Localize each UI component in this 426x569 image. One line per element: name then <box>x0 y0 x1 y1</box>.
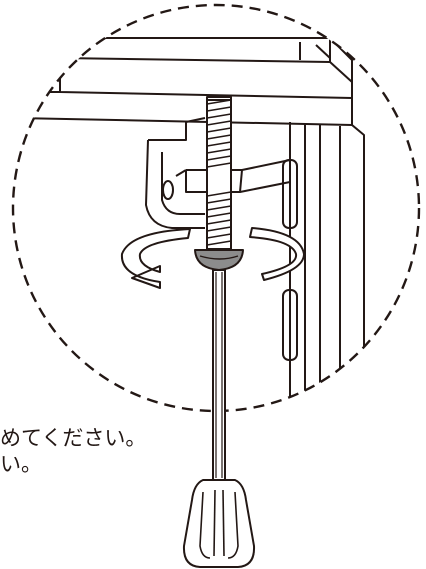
instruction-line-1: めてください。 <box>0 426 147 450</box>
mounting-plate <box>19 37 353 126</box>
screwdriver-shaft <box>212 269 226 481</box>
threaded-bolt <box>206 96 232 250</box>
screw-head <box>194 249 244 271</box>
instruction-line-2: い。 <box>0 452 42 476</box>
screwdriver-icon <box>182 269 256 568</box>
screwdriver-handle <box>182 479 256 568</box>
side-rail <box>282 122 365 411</box>
magnifier-outline <box>11 3 421 413</box>
rotate-arrow-icon <box>120 227 305 289</box>
magnified-detail <box>19 37 365 411</box>
